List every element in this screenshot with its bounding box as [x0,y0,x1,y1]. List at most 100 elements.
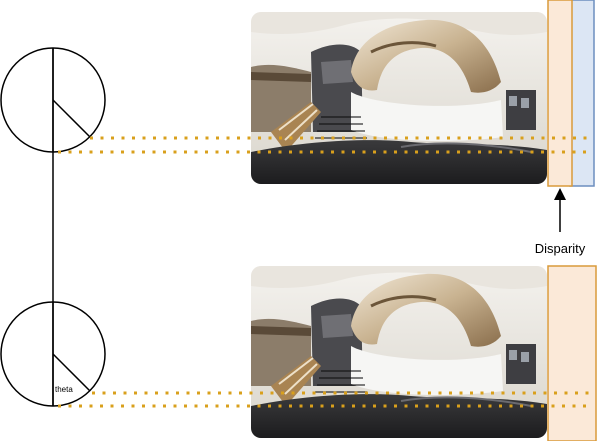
projection-dot [197,391,200,395]
projection-dot [205,404,208,408]
projection-dot [467,150,471,154]
projection-dot [554,391,557,395]
projection-dot [79,150,82,154]
projection-dot [184,150,187,154]
projection-dot [123,391,127,395]
projection-dot [436,136,440,140]
projection-dot [163,404,166,408]
projection-dot [111,136,114,140]
projection-dot [383,404,387,408]
projection-dot [258,136,261,140]
projection-dot [341,150,345,154]
projection-dot [310,150,313,154]
projection-dot [417,391,421,395]
projection-dot [89,404,93,408]
projection-dot [394,136,398,140]
projection-dot [331,150,334,154]
projection-dot [352,404,355,408]
projection-dot [541,136,545,140]
projection-dot [278,150,282,154]
projection-dot [478,136,482,140]
projection-dot [362,404,366,408]
projection-dot [173,404,177,408]
projection-dot [468,136,471,140]
projection-dot [110,404,114,408]
projection-dot [268,150,271,154]
projection-dot [165,391,169,395]
projection-dot [142,404,145,408]
projection-dot [247,136,251,140]
projection-dot [289,150,292,154]
projection-dot [257,150,261,154]
projection-dot [142,136,146,140]
projection-dot [510,136,513,140]
orange-strip-lower [547,265,597,441]
projection-dot [352,136,356,140]
projection-dot [425,150,429,154]
projection-dot [113,391,116,395]
projection-dot [121,404,124,408]
dotted-projection-lines [58,136,589,408]
projection-dot [58,150,61,154]
projection-dot [373,150,376,154]
projection-dot [447,136,450,140]
projection-dot [415,136,419,140]
projection-dot [236,404,240,408]
projection-dot [512,391,515,395]
projection-dot [89,150,93,154]
projection-dot [425,404,429,408]
projection-dot [132,136,135,140]
projection-dot [218,391,221,395]
projection-dot [205,150,208,154]
projection-dot [194,404,198,408]
projection-dot [470,391,473,395]
projection-dot [573,136,576,140]
projection-dot [449,391,452,395]
projection-dot [394,404,397,408]
projection-dot [585,391,589,395]
projection-dot [354,391,358,395]
projection-dot [446,150,450,154]
projection-dot [207,391,211,395]
disparity-arrow [554,188,566,232]
projection-dot [407,391,410,395]
projection-dot [239,391,242,395]
projection-dot [247,404,250,408]
projection-dot [320,404,324,408]
projection-dot [530,404,534,408]
projection-dot [344,391,347,395]
projection-dot [522,391,526,395]
projection-dot [365,391,368,395]
projection-dot [331,136,335,140]
projection-dot [68,404,72,408]
projection-dot [341,404,345,408]
projection-dot [291,391,295,395]
projection-dot [90,136,93,140]
projection-dot [226,150,229,154]
projection-dot [562,150,565,154]
projection-dot [228,391,232,395]
projection-dot [363,136,366,140]
projection-dot [375,391,379,395]
projection-dot [583,136,587,140]
projection-dot [501,391,505,395]
disparity-label: Disparity [535,241,586,256]
projection-dot [131,150,135,154]
projection-dot [373,136,377,140]
projection-dot [331,404,334,408]
projection-dot [310,136,314,140]
projection-dot [152,404,156,408]
projection-dot [289,404,292,408]
projection-dot [186,391,190,395]
projection-dot [302,391,305,395]
projection-dot [299,404,303,408]
projection-dot [415,404,418,408]
projection-dot [144,391,148,395]
projection-dot [226,404,229,408]
projection-dot [249,391,253,395]
projection-dot [562,136,566,140]
projection-dot [426,136,429,140]
projection-dot [543,391,547,395]
projection-dot [195,136,198,140]
